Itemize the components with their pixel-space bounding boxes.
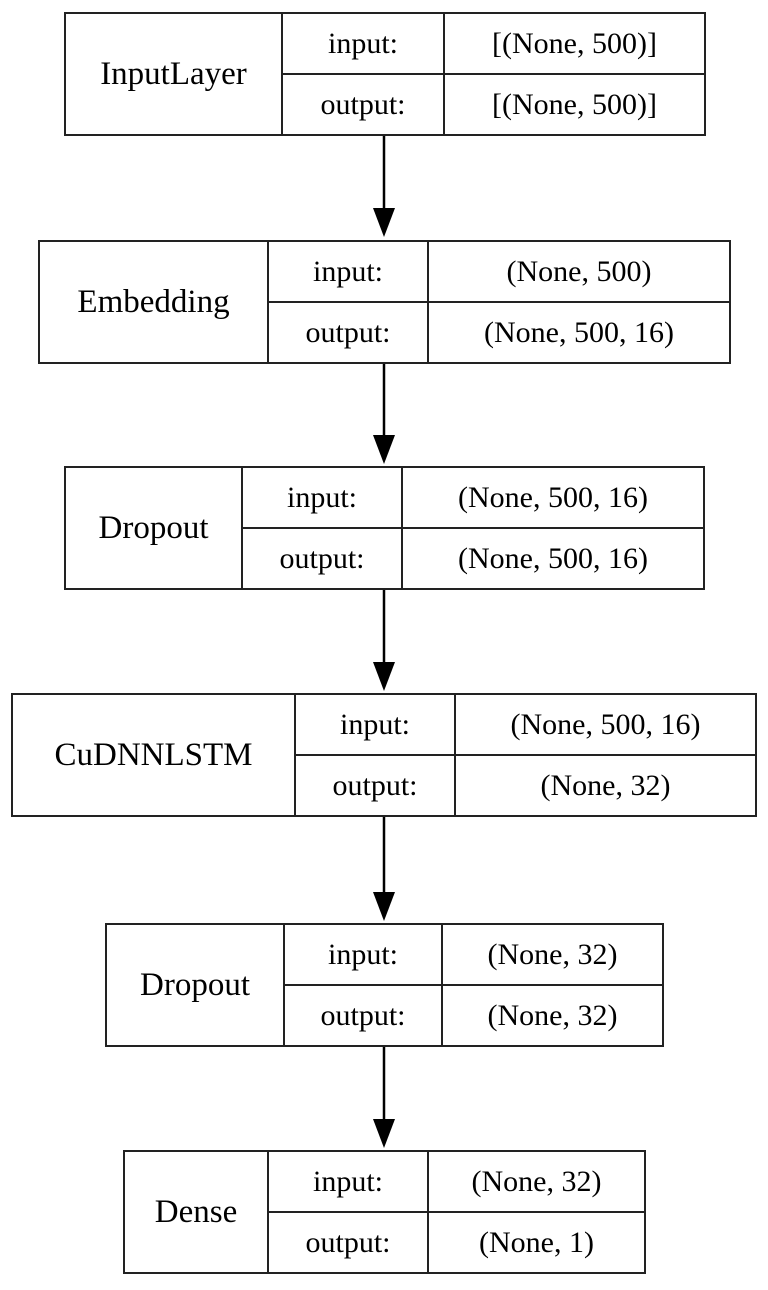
layer-node-dense: Dense input: (None, 32) output: (None, 1…: [123, 1150, 646, 1274]
output-label: output:: [296, 756, 456, 815]
input-shape: (None, 32): [471, 1164, 602, 1198]
input-shape: [(None, 500)]: [492, 26, 657, 60]
layer-ports: input: [(None, 500)] output: [(None, 500…: [283, 14, 704, 134]
input-label: input:: [243, 468, 403, 527]
output-row: output: (None, 32): [296, 754, 755, 815]
arrow-cudnnlstm-to-dropout: [373, 817, 395, 921]
layer-node-cudnnlstm: CuDNNLSTM input: (None, 500, 16) output:…: [11, 693, 757, 817]
output-label: output:: [283, 75, 445, 134]
input-row: input: (None, 500): [269, 242, 729, 301]
input-label: input:: [283, 14, 445, 73]
layer-node-embedding: Embedding input: (None, 500) output: (No…: [38, 240, 731, 364]
output-shape: (None, 32): [540, 768, 671, 802]
output-shape: [(None, 500)]: [492, 87, 657, 121]
layer-ports: input: (None, 500, 16) output: (None, 50…: [243, 468, 703, 588]
arrow-embedding-to-dropout: [373, 364, 395, 464]
arrow-dropout-to-dense: [373, 1047, 395, 1148]
layer-name: InputLayer: [66, 14, 283, 134]
input-row: input: (None, 32): [269, 1152, 644, 1211]
output-row: output: (None, 500, 16): [243, 527, 703, 588]
output-label: output:: [269, 1213, 429, 1272]
input-label: input:: [285, 925, 443, 984]
output-shape: (None, 32): [487, 998, 618, 1032]
arrow-inputlayer-to-embedding: [373, 136, 395, 237]
input-row: input: [(None, 500)]: [283, 14, 704, 73]
output-shape: (None, 500, 16): [484, 315, 674, 349]
input-label: input:: [269, 242, 429, 301]
input-shape: (None, 32): [487, 937, 618, 971]
input-shape: (None, 500, 16): [510, 707, 701, 741]
layer-ports: input: (None, 500) output: (None, 500, 1…: [269, 242, 729, 362]
output-shape: (None, 1): [479, 1225, 594, 1259]
layer-ports: input: (None, 32) output: (None, 1): [269, 1152, 644, 1272]
input-shape: (None, 500): [506, 254, 652, 288]
output-row: output: [(None, 500)]: [283, 73, 704, 134]
input-row: input: (None, 32): [285, 925, 662, 984]
layer-name: Dropout: [107, 925, 285, 1045]
layer-name: Dense: [125, 1152, 269, 1272]
input-row: input: (None, 500, 16): [296, 695, 755, 754]
output-row: output: (None, 500, 16): [269, 301, 729, 362]
output-label: output:: [285, 986, 443, 1045]
input-label: input:: [296, 695, 456, 754]
output-label: output:: [269, 303, 429, 362]
input-row: input: (None, 500, 16): [243, 468, 703, 527]
layer-node-dropout-1: Dropout input: (None, 500, 16) output: (…: [64, 466, 705, 590]
layer-ports: input: (None, 500, 16) output: (None, 32…: [296, 695, 755, 815]
input-shape: (None, 500, 16): [458, 480, 648, 514]
layer-ports: input: (None, 32) output: (None, 32): [285, 925, 662, 1045]
layer-name: CuDNNLSTM: [13, 695, 296, 815]
input-label: input:: [269, 1152, 429, 1211]
layer-name: Embedding: [40, 242, 269, 362]
layer-node-inputlayer: InputLayer input: [(None, 500)] output: …: [64, 12, 706, 136]
output-shape: (None, 500, 16): [458, 541, 648, 575]
arrow-dropout-to-cudnnlstm: [373, 590, 395, 691]
layer-name: Dropout: [66, 468, 243, 588]
layer-node-dropout-2: Dropout input: (None, 32) output: (None,…: [105, 923, 664, 1047]
output-row: output: (None, 1): [269, 1211, 644, 1272]
output-row: output: (None, 32): [285, 984, 662, 1045]
output-label: output:: [243, 529, 403, 588]
